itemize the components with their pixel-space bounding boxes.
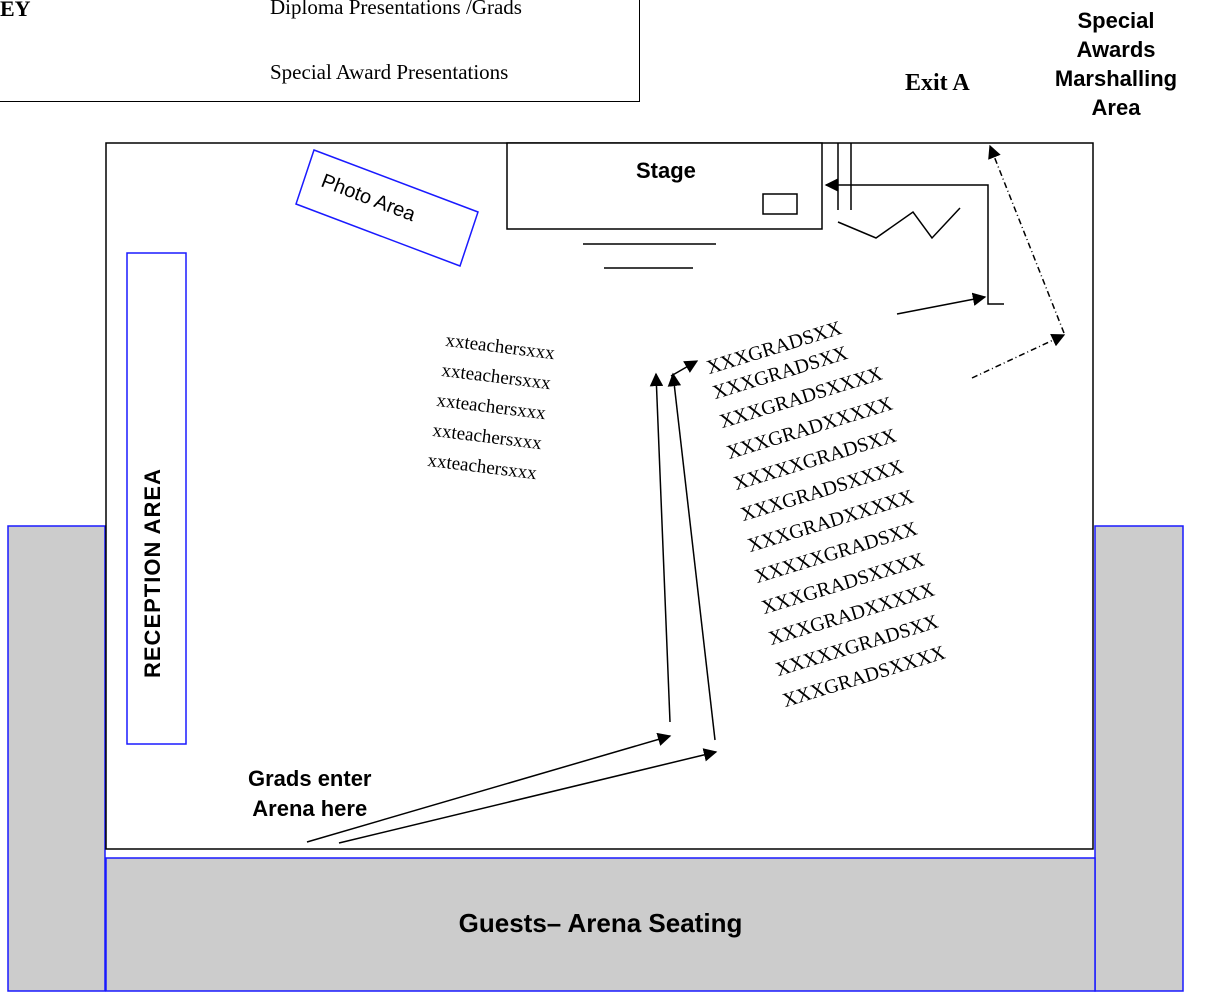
reception-area-label: RECEPTION AREA <box>140 468 165 678</box>
to-stage-path <box>824 178 1004 305</box>
key-label: EY <box>0 0 31 21</box>
grads-enter-label: Grads enter Arena here <box>248 764 372 824</box>
stage-box <box>506 142 823 230</box>
turn-arrow <box>670 360 699 377</box>
marshalling-line-1: Special <box>1077 8 1155 33</box>
key-legend-box <box>0 0 640 102</box>
key-diploma-label: Diploma Presentations /Grads <box>270 0 522 19</box>
key-special-label: Special Award Presentations <box>270 60 509 84</box>
photo-area-box <box>295 149 479 267</box>
up-arrow-2 <box>667 372 716 741</box>
guests-seating-label: Guests– Arena Seating <box>458 908 743 938</box>
seating-right <box>1094 525 1184 992</box>
special-arrow-1 <box>971 334 1066 379</box>
special-awards-marshalling-label: Special Awards Marshalling Area <box>1036 6 1196 122</box>
up-arrow-1 <box>649 372 671 723</box>
special-arrow-2 <box>988 144 1065 334</box>
exit-a-label: Exit A <box>905 70 970 96</box>
lectern <box>762 193 798 215</box>
entry-arrow-1 <box>306 732 672 843</box>
grads-enter-line-1: Grads enter <box>248 766 372 791</box>
entry-arrow-2 <box>338 748 718 844</box>
stage-label: Stage <box>636 158 696 183</box>
arena-floor <box>105 142 1094 850</box>
to-stage-arrow-1 <box>896 292 987 315</box>
marshalling-line-3: Marshalling <box>1054 66 1178 91</box>
marshalling-line-2: Awards <box>1076 37 1156 62</box>
zigzag-line <box>837 207 961 240</box>
seating-bottom <box>105 857 1096 992</box>
reception-box <box>126 252 187 745</box>
seating-left <box>7 525 106 992</box>
marshalling-line-4: Area <box>1091 95 1141 120</box>
grads-enter-line-2: Arena here <box>252 796 368 821</box>
